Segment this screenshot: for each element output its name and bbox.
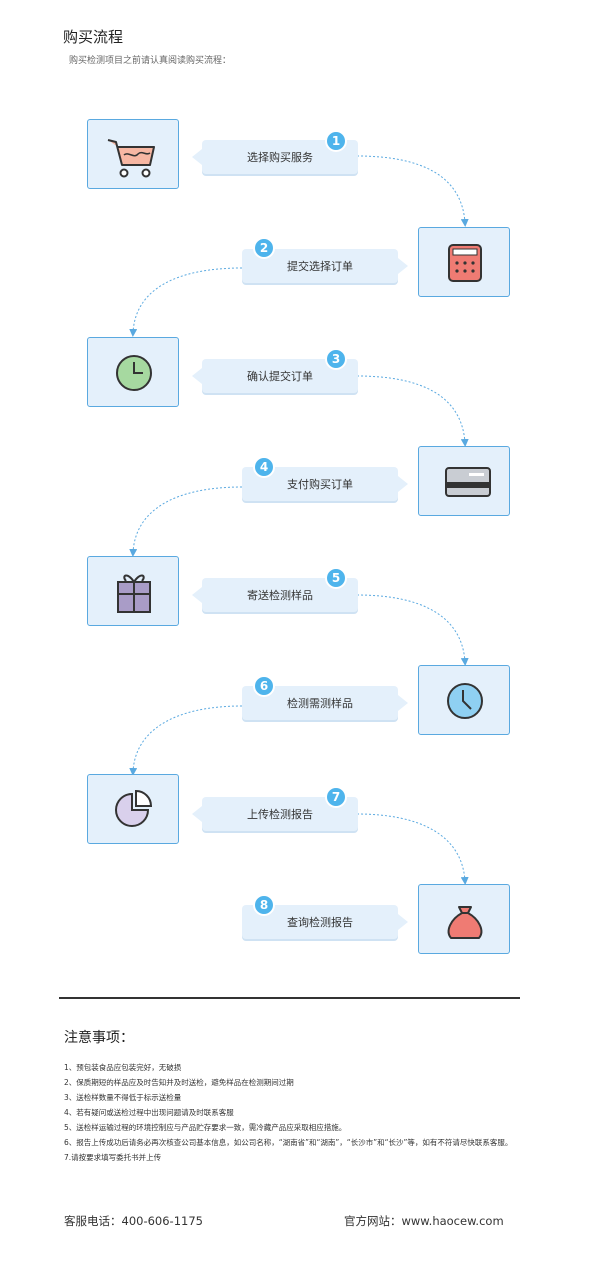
step-5-badge: 5 [325, 567, 347, 589]
step-7-badge: 7 [325, 786, 347, 808]
connector-5-6 [356, 594, 469, 666]
notes-list: 1、预包装食品应包装完好，无破损 2、保质期短的样品应及时告知并及时送检，避免样… [64, 1060, 524, 1165]
step-5-label: 寄送检测样品 [247, 589, 313, 602]
connector-7-8 [356, 813, 469, 885]
notes-item: 2、保质期短的样品应及时告知并及时送检，避免样品在检测期间过期 [64, 1078, 294, 1087]
step-1-badge: 1 [325, 130, 347, 152]
step-6-label: 检测需测样品 [287, 697, 353, 710]
step-2-icon-box [418, 227, 510, 297]
step-4-badge: 4 [253, 456, 275, 478]
step-2-label: 提交选择订单 [287, 260, 353, 273]
pie-chart-icon [115, 789, 153, 827]
customer-service-phone: 客服电话：400-606-1175 [64, 1214, 203, 1228]
step-1-icon-box [87, 119, 179, 189]
step-3-icon-box [87, 337, 179, 407]
notes-item: 7.请按要求填写委托书并上传 [64, 1153, 162, 1162]
step-7-label: 上传检测报告 [247, 808, 313, 821]
notes-item: 5、送检样运输过程的环境控制应与产品贮存要求一致，需冷藏产品应采取相应措施。 [64, 1123, 347, 1132]
step-8-label: 查询检测报告 [287, 916, 353, 929]
step-4-label: 支付购买订单 [287, 478, 353, 491]
connector-1-2 [356, 155, 469, 227]
step-3-label: 确认提交订单 [247, 370, 313, 383]
shopping-cart-icon [107, 139, 155, 178]
calculator-icon [448, 244, 482, 282]
connector-4-5 [129, 486, 243, 557]
credit-card-icon [445, 467, 491, 497]
notes-item: 1、预包装食品应包装完好，无破损 [64, 1063, 182, 1072]
official-website[interactable]: 官方网站：www.haocew.com [344, 1214, 504, 1228]
flow-connectors [129, 155, 469, 885]
step-6-icon-box [418, 665, 510, 735]
step-2-badge: 2 [253, 237, 275, 259]
page-title: 购买流程 [63, 28, 124, 46]
notes-title: 注意事项： [64, 1030, 134, 1046]
step-4-icon-box [418, 446, 510, 516]
connector-6-7 [129, 705, 243, 776]
notes-item: 6、报告上传成功后请务必再次核查公司基本信息，如公司名称，“湖南省”和“湖南”，… [64, 1138, 513, 1147]
money-bag-icon [447, 906, 483, 939]
page-subtitle: 购买检测项目之前请认真阅读购买流程： [69, 56, 232, 66]
step-5-icon-box [87, 556, 179, 626]
step-1-bubble: 选择购买服务 [192, 140, 358, 174]
clock-icon [447, 683, 483, 719]
section-divider [59, 997, 520, 999]
notes-item: 4、若有疑问或送检过程中出现问题请及时联系客服 [64, 1108, 234, 1117]
step-3-badge: 3 [325, 348, 347, 370]
connector-3-4 [356, 375, 469, 447]
notes-item: 3、送检样数量不得低于标示送检量 [64, 1093, 182, 1102]
step-8-badge: 8 [253, 894, 275, 916]
step-8-icon-box [418, 884, 510, 954]
connector-2-3 [129, 267, 243, 337]
purchase-flow: 选择购买服务 1 提交选择订单 2 确认提交订单 3 [87, 119, 510, 954]
step-1-label: 选择购买服务 [247, 151, 313, 164]
clock-icon [116, 355, 152, 391]
gift-box-icon [117, 574, 151, 613]
step-7-icon-box [87, 774, 179, 844]
step-6-badge: 6 [253, 675, 275, 697]
